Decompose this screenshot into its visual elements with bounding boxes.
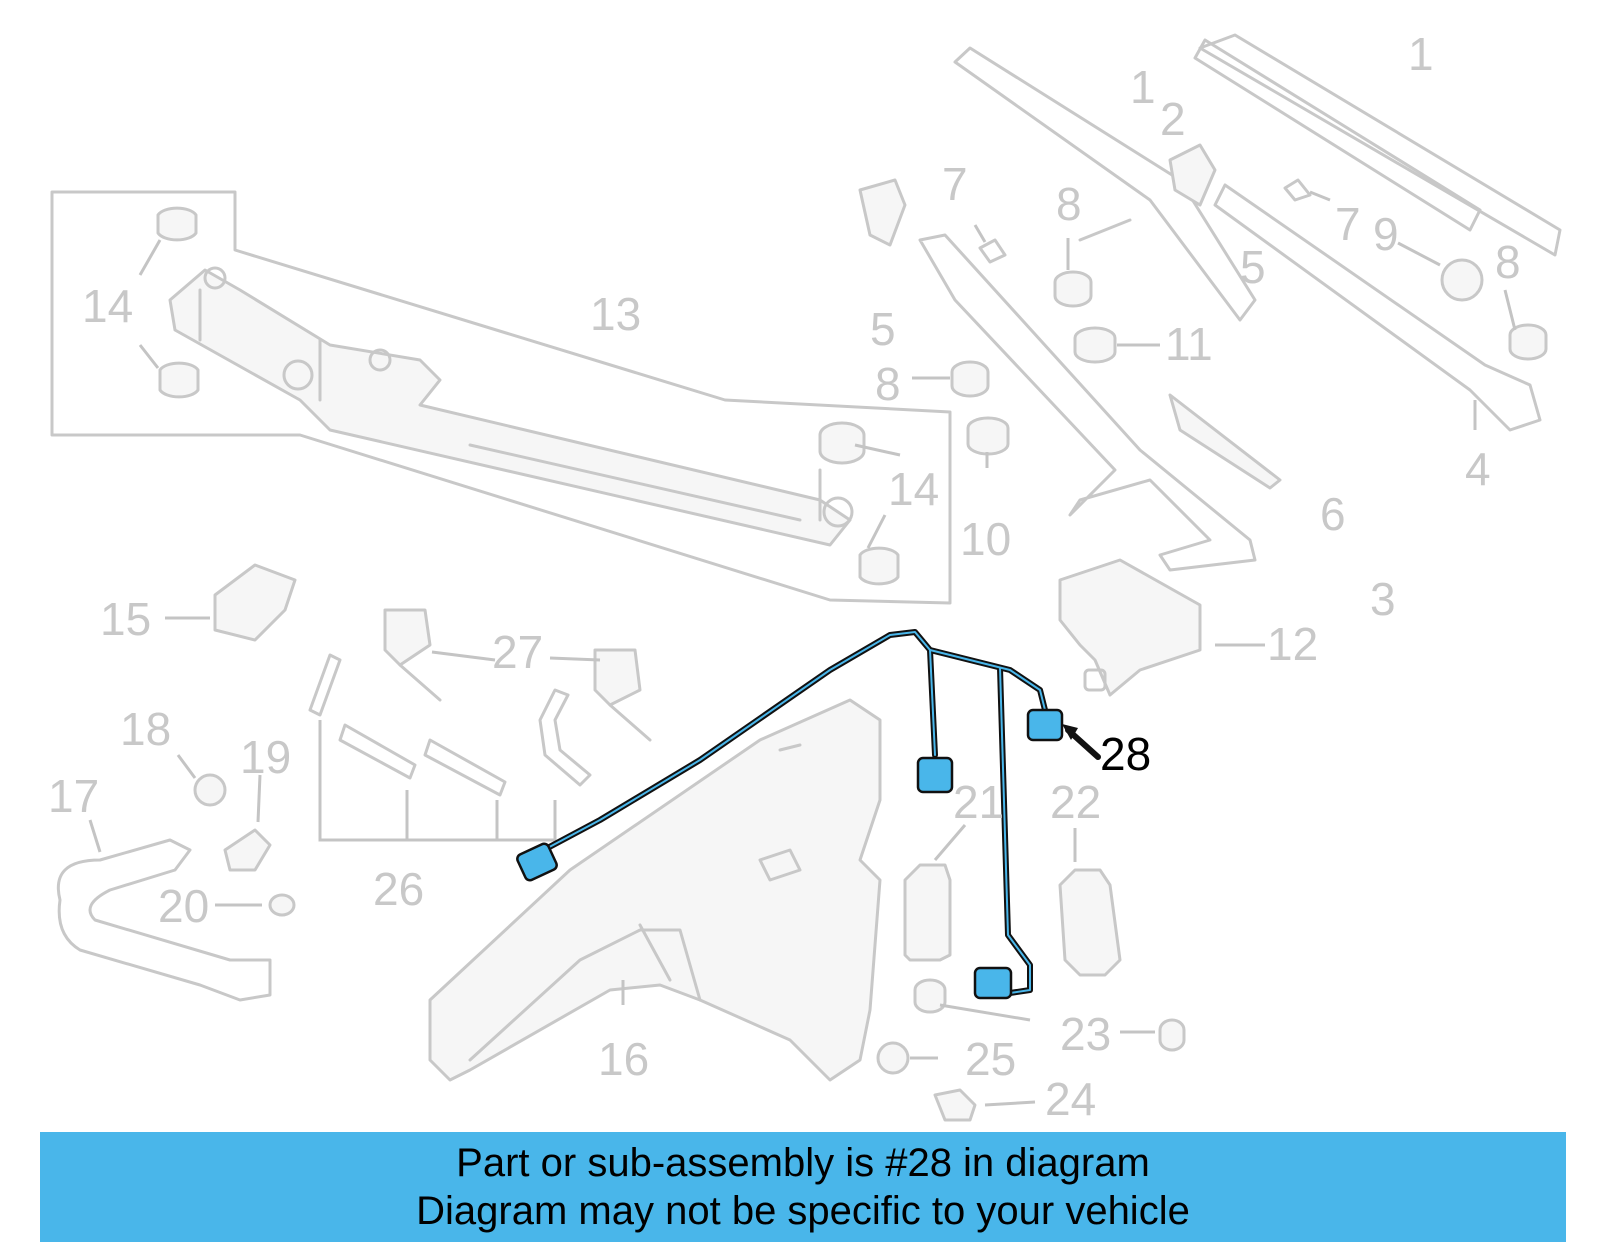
bracket bbox=[165, 563, 297, 642]
callout-4: 4 bbox=[1465, 443, 1491, 495]
connector-bottom bbox=[973, 966, 1013, 1000]
callout-2: 2 bbox=[1160, 93, 1186, 145]
callout-11: 11 bbox=[1165, 318, 1213, 370]
callout-8: 8 bbox=[1056, 178, 1082, 230]
callout-20: 20 bbox=[158, 880, 209, 932]
wiring-harness-28 bbox=[516, 629, 1101, 1000]
connector-right bbox=[1026, 708, 1064, 742]
callout-21: 21 bbox=[953, 776, 1004, 828]
callout-12: 12 bbox=[1267, 618, 1318, 670]
callout-3: 3 bbox=[1370, 573, 1396, 625]
hoses-and-nozzles bbox=[308, 608, 652, 842]
info-banner: Part or sub-assembly is #28 in diagram D… bbox=[40, 1132, 1566, 1242]
callout-1: 1 bbox=[1130, 61, 1156, 113]
washer-filler-neck bbox=[57, 754, 296, 1002]
callout-28: 28 bbox=[1100, 728, 1151, 780]
callout-16: 16 bbox=[598, 1033, 649, 1085]
callout-labels: 1 1 2 3 4 5 5 6 7 7 8 8 8 9 10 11 12 13 … bbox=[48, 28, 1521, 1125]
callout-25: 25 bbox=[965, 1033, 1016, 1085]
callout-18: 18 bbox=[120, 703, 171, 755]
callout-22: 22 bbox=[1050, 776, 1101, 828]
grommet-group bbox=[138, 206, 901, 586]
callout-15: 15 bbox=[100, 593, 151, 645]
callout-24: 24 bbox=[1045, 1073, 1096, 1125]
callout-9: 9 bbox=[1373, 208, 1399, 260]
callout-7: 7 bbox=[1335, 198, 1361, 250]
connector-left bbox=[516, 842, 558, 882]
callout-13: 13 bbox=[590, 288, 641, 340]
callout-19: 19 bbox=[240, 731, 291, 783]
banner-line-1: Part or sub-assembly is #28 in diagram bbox=[456, 1141, 1150, 1185]
callout-8: 8 bbox=[875, 358, 901, 410]
small-fasteners bbox=[912, 178, 1548, 468]
wiper-linkage-frame bbox=[50, 190, 952, 605]
washer-pumps bbox=[876, 824, 1186, 1122]
callout-5: 5 bbox=[1240, 241, 1266, 293]
wiper-arms-and-blades bbox=[858, 33, 1562, 572]
connector-center bbox=[916, 756, 954, 794]
callout-7: 7 bbox=[942, 158, 968, 210]
callout-27: 27 bbox=[492, 626, 543, 678]
callout-10: 10 bbox=[960, 513, 1011, 565]
washer-reservoir bbox=[428, 698, 882, 1082]
callout-28-arrowhead bbox=[1062, 724, 1078, 740]
callout-14: 14 bbox=[82, 280, 133, 332]
callout-5: 5 bbox=[870, 303, 896, 355]
callout-17: 17 bbox=[48, 770, 99, 822]
callout-26: 26 bbox=[373, 863, 424, 915]
banner-line-2: Diagram may not be specific to your vehi… bbox=[416, 1189, 1190, 1233]
callout-23: 23 bbox=[1060, 1008, 1111, 1060]
wiper-motor bbox=[1058, 558, 1265, 697]
callout-1: 1 bbox=[1408, 28, 1434, 80]
callout-6: 6 bbox=[1320, 488, 1346, 540]
callout-8: 8 bbox=[1495, 236, 1521, 288]
callout-14: 14 bbox=[888, 463, 939, 515]
